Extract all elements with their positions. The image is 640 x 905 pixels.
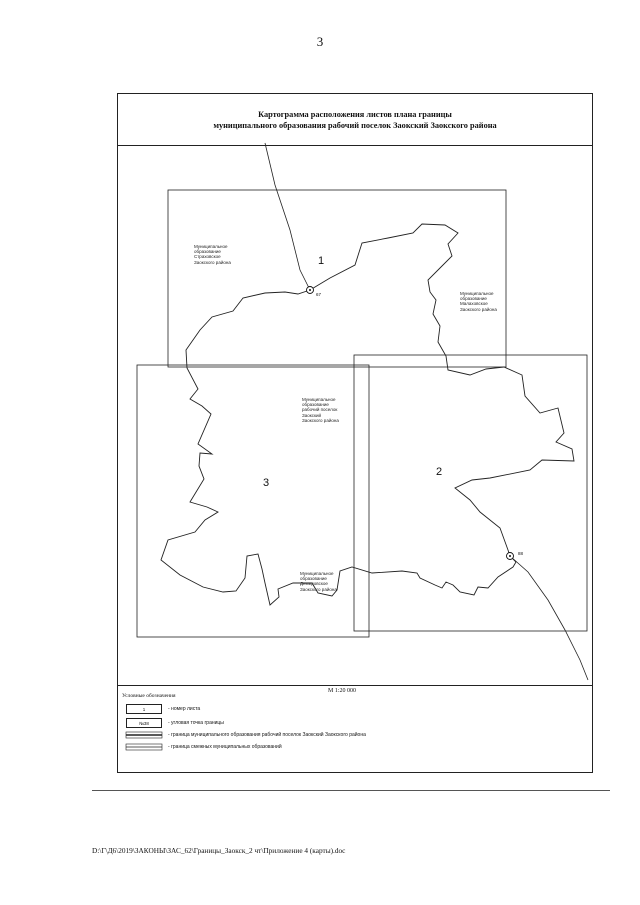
map-title-line-2: муниципального образования рабочий посел…: [213, 121, 497, 130]
sheet-number-3: 3: [263, 477, 270, 489]
sheet-3-frame: [136, 364, 370, 638]
adjacent-boundary-line: [509, 555, 589, 681]
point-number-67: 67: [316, 292, 322, 297]
point-number-88: 88: [518, 551, 524, 556]
corner-point-88: [506, 552, 514, 560]
legend-point-symbol: №38: [126, 718, 162, 728]
map-scale: М 1:20 000: [328, 688, 357, 694]
map-frame: Картограмма расположения листов плана гр…: [117, 93, 593, 773]
legend-adjacent-line-box: [125, 743, 163, 751]
legend-item-sheet-number: 1 - номер листа: [126, 703, 200, 715]
sheet-number-2: 2: [436, 466, 443, 478]
legend-item-text: - угловая точка границы: [168, 720, 224, 726]
sheet-number-1: 1: [318, 255, 325, 267]
municipal-boundary: [160, 223, 575, 606]
legend-separator: [117, 685, 593, 686]
map-title: Картограмма расположения листов плана гр…: [118, 94, 592, 146]
legend-item-municipal-boundary: - граница муниципального образования раб…: [126, 729, 366, 741]
footer-rule: [92, 790, 610, 791]
corner-point-67: [306, 286, 314, 294]
sheet-2-frame: [353, 354, 588, 632]
page-number: 3: [316, 34, 324, 49]
legend-sheet-symbol: 1: [126, 704, 162, 714]
legend-item-text: - номер листа: [168, 706, 201, 712]
legend-title: Условные обозначения: [122, 693, 176, 699]
legend-item-text: - граница смежных муниципальных образова…: [168, 744, 282, 750]
legend-item-text: - граница муниципального образования раб…: [168, 732, 366, 738]
sheet-1-frame: [167, 189, 507, 368]
map-title-line-1: Картограмма расположения листов плана гр…: [258, 110, 452, 119]
legend-municipal-line-box: [125, 731, 163, 739]
adjacent-boundary-line: [264, 142, 311, 291]
legend-item-adjacent-boundary: - граница смежных муниципальных образова…: [126, 741, 282, 753]
legend-item-corner-point: №38 - угловая точка границы: [126, 717, 224, 729]
file-path: D:\Г\Д6\2019\ЗАКОНЫ\ЗАС_62\Границы_Заокс…: [92, 846, 346, 855]
